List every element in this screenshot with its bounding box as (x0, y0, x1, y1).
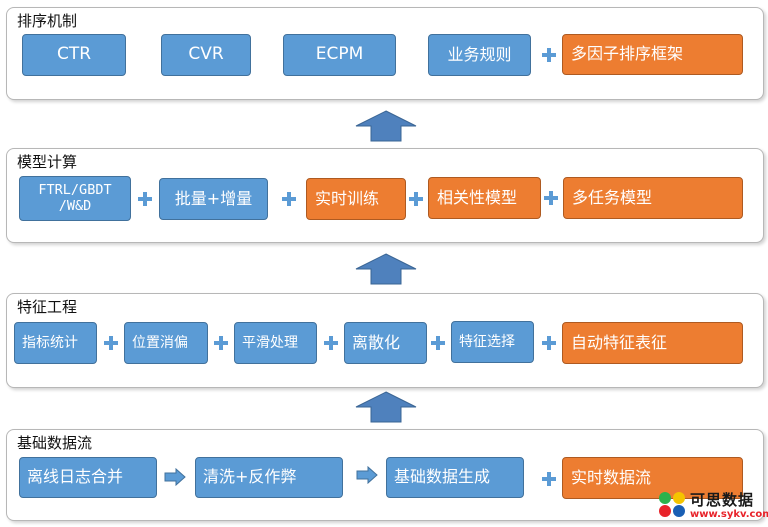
batch-incremental-label: 批量+增量 (174, 188, 253, 208)
business-rules-box: 业务规则 (428, 34, 531, 76)
multi-factor-label: 多因子排序框架 (571, 44, 684, 64)
relevance-model-label: 相关性模型 (437, 187, 518, 207)
realtime-data-flow-box: 实时数据流 (562, 457, 743, 499)
discretization-label: 离散化 (352, 332, 401, 352)
auto-feature-label: 自动特征表征 (571, 332, 668, 352)
ecpm-box: ECPM (283, 34, 396, 76)
realtime-data-flow-label: 实时数据流 (571, 467, 652, 487)
right-arrow-icon (164, 468, 186, 486)
auto-feature-box: 自动特征表征 (562, 322, 743, 364)
plus-icon (409, 192, 423, 206)
indicator-stats-box: 指标统计 (14, 322, 97, 364)
plus-icon (104, 336, 118, 350)
watermark-url: www.sykv.com (690, 509, 768, 520)
ftrl-gbdt-label-1: FTRL/GBDT (38, 181, 112, 198)
feature-title: 特征工程 (17, 298, 78, 316)
plus-icon (431, 336, 445, 350)
ctr-box: CTR (22, 34, 126, 76)
cvr-box: CVR (161, 34, 251, 76)
offline-log-merge-box: 离线日志合并 (19, 457, 157, 498)
plus-icon (542, 48, 556, 62)
ranking-title: 排序机制 (17, 12, 78, 30)
up-arrow-icon (355, 110, 417, 142)
realtime-training-label: 实时训练 (315, 188, 380, 208)
cvr-label: CVR (188, 44, 224, 65)
discretization-box: 离散化 (344, 322, 427, 364)
smoothing-label: 平滑处理 (242, 334, 298, 351)
plus-icon (214, 336, 228, 350)
watermark-logo-icon (659, 492, 685, 517)
clean-antifraud-label: 清洗+反作弊 (203, 467, 297, 487)
plus-icon (542, 336, 556, 350)
position-debias-box: 位置消偏 (124, 322, 208, 364)
right-arrow-icon (356, 466, 378, 484)
plus-icon (138, 192, 152, 206)
indicator-stats-label: 指标统计 (22, 334, 78, 351)
watermark-name: 可思数据 (690, 491, 755, 509)
ftrl-gbdt-label-2: /W&D (58, 197, 92, 214)
ecpm-label: ECPM (315, 44, 364, 65)
batch-incremental-box: 批量+增量 (159, 178, 268, 220)
data-flow-title: 基础数据流 (17, 434, 93, 452)
up-arrow-icon (355, 253, 417, 285)
multi-task-model-box: 多任务模型 (563, 177, 743, 219)
business-rules-label: 业务规则 (447, 44, 512, 64)
feature-selection-box: 特征选择 (451, 321, 534, 363)
up-arrow-icon (355, 391, 417, 423)
base-data-generation-box: 基础数据生成 (386, 457, 524, 498)
ctr-label: CTR (56, 44, 92, 65)
model-title: 模型计算 (17, 153, 78, 171)
base-data-generation-label: 基础数据生成 (394, 467, 491, 487)
plus-icon (282, 192, 296, 206)
relevance-model-box: 相关性模型 (428, 177, 541, 219)
clean-antifraud-box: 清洗+反作弊 (195, 457, 343, 498)
realtime-training-box: 实时训练 (306, 178, 406, 220)
position-debias-label: 位置消偏 (132, 334, 188, 351)
plus-icon (544, 191, 558, 205)
multi-factor-box: 多因子排序框架 (562, 34, 743, 75)
ftrl-gbdt-box: FTRL/GBDT /W&D (19, 176, 131, 221)
plus-icon (542, 472, 556, 486)
smoothing-box: 平滑处理 (234, 322, 317, 364)
plus-icon (324, 336, 338, 350)
multi-task-model-label: 多任务模型 (572, 187, 653, 207)
feature-selection-label: 特征选择 (459, 333, 515, 350)
offline-log-merge-label: 离线日志合并 (27, 467, 124, 487)
